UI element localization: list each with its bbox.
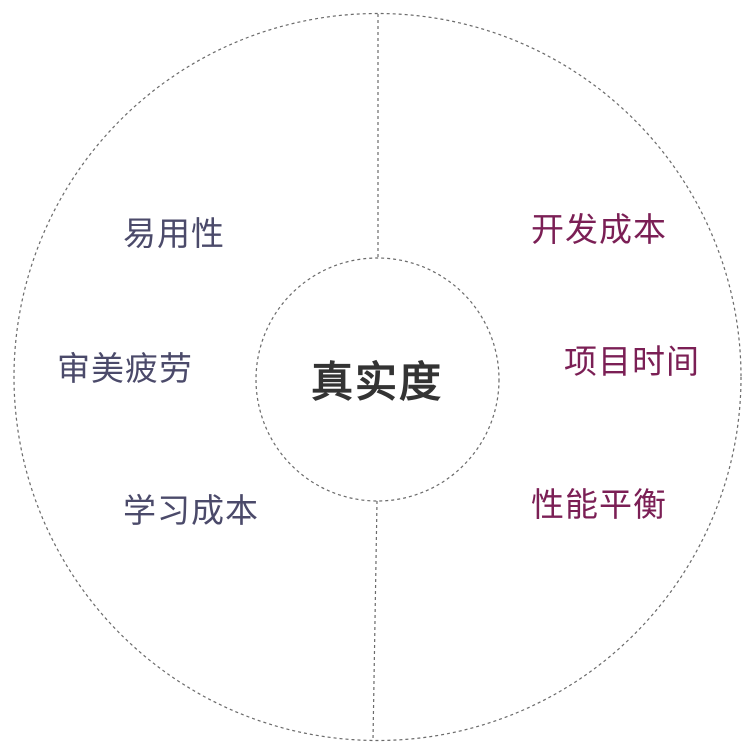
outer-circle <box>13 12 742 742</box>
divider-line-bottom <box>372 500 378 741</box>
factor-project-time: 项目时间 <box>564 342 700 381</box>
factor-learning-cost: 学习成本 <box>123 491 259 530</box>
factor-aesthetic-fatigue: 审美疲劳 <box>57 349 193 388</box>
factor-development-cost: 开发成本 <box>531 210 667 249</box>
inner-circle <box>255 257 500 502</box>
center-label-realism: 真实度 <box>310 357 444 407</box>
factor-usability: 易用性 <box>123 214 225 253</box>
factor-performance-balance: 性能平衡 <box>531 485 667 524</box>
